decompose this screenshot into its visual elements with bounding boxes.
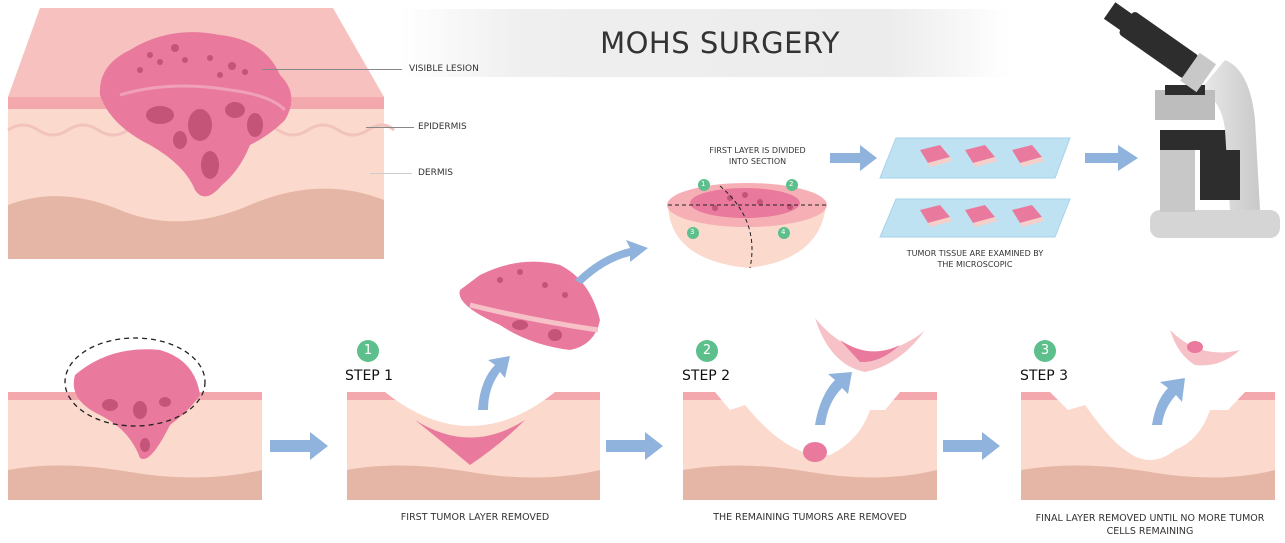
dermis-leader	[370, 173, 412, 174]
section-number-1: 1	[701, 180, 705, 188]
page-title: MOHS SURGERY	[400, 26, 1040, 60]
visible-lesion-leader	[262, 69, 402, 70]
step-1-caption: FIRST TUMOR LAYER REMOVED	[360, 512, 590, 523]
panel-step1	[347, 392, 600, 500]
section-number-2: 2	[789, 180, 793, 188]
sectioned-bowl	[667, 183, 827, 268]
step-3-badge: 3	[1034, 340, 1056, 362]
excised-tumor	[460, 262, 601, 350]
step-3-label: STEP 3	[1020, 368, 1068, 384]
panel-step3	[1021, 392, 1275, 500]
visible-lesion-label: VISIBLE LESION	[409, 64, 479, 74]
step-2-badge: 2	[696, 340, 718, 362]
section-number-4: 4	[781, 228, 785, 236]
step-1-badge: 1	[357, 340, 379, 362]
step-2-caption: THE REMAINING TUMORS ARE REMOVED	[685, 512, 935, 523]
epidermis-leader	[366, 127, 414, 128]
microscope-slides	[880, 138, 1070, 237]
removed-sliver-step2	[815, 318, 925, 372]
step-3-caption: FINAL LAYER REMOVED UNTIL NO MORE TUMOR …	[1035, 512, 1265, 538]
step-2-label: STEP 2	[682, 368, 730, 384]
dermis-label: DERMIS	[418, 168, 453, 178]
section-number-3: 3	[690, 228, 694, 236]
first-layer-label: FIRST LAYER IS DIVIDED INTO SECTION	[700, 145, 815, 167]
panel-step2	[683, 392, 937, 500]
microscope	[1100, 0, 1280, 238]
step-1-label: STEP 1	[345, 368, 393, 384]
epidermis-label: EPIDERMIS	[418, 122, 467, 132]
removed-sliver-step3	[1170, 330, 1240, 365]
tissue-examined-label: TUMOR TISSUE ARE EXAMINED BY THE MICROSC…	[905, 248, 1045, 270]
panel-original	[8, 338, 262, 500]
